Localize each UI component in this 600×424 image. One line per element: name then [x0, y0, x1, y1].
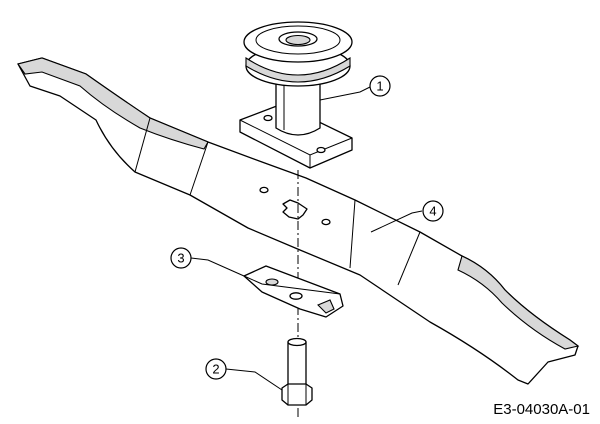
callout-number-1: 1	[376, 79, 383, 94]
bolt	[281, 337, 313, 406]
callout-number-4: 4	[429, 204, 436, 219]
callout-3: 3	[170, 247, 245, 277]
callout-number-2: 2	[212, 362, 219, 377]
blade-adapter-plate	[243, 265, 344, 318]
callout-number-3: 3	[177, 251, 184, 266]
callout-1: 1	[319, 75, 391, 101]
drawing-code-label: E3-04030A-01	[493, 401, 590, 418]
callout-2: 2	[205, 358, 283, 391]
pulley	[239, 21, 353, 169]
callout-4: 4	[370, 200, 444, 233]
